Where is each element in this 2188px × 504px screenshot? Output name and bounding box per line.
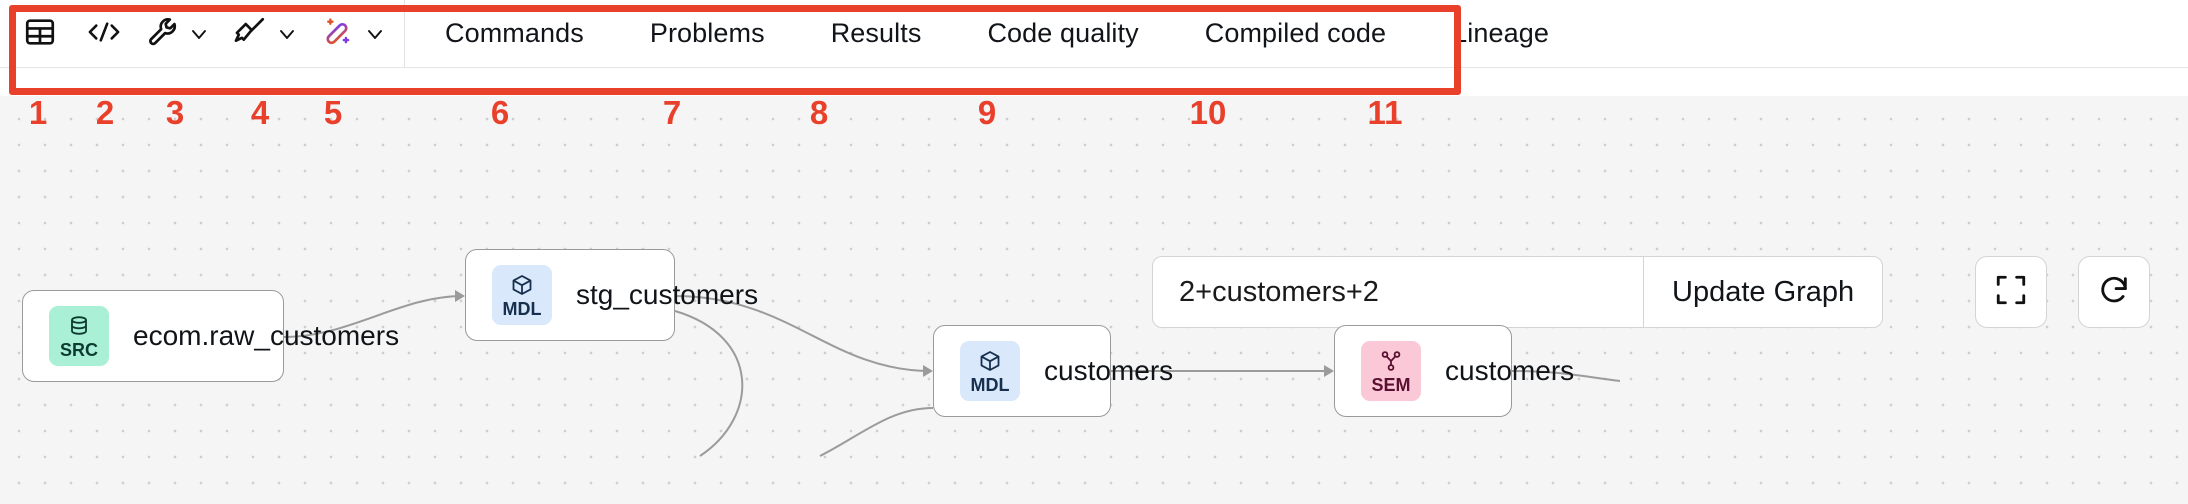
wrench-chevron-down-icon[interactable] <box>184 12 214 56</box>
tab-problems[interactable]: Problems <box>649 18 765 48</box>
node-label: customers <box>1445 355 1575 386</box>
magic-wand-icon <box>321 15 355 52</box>
broom-chevron-down-icon[interactable] <box>272 12 302 56</box>
refresh-button[interactable] <box>2078 256 2150 328</box>
annotation-number: 9 <box>977 94 997 131</box>
fullscreen-icon <box>1994 273 2028 312</box>
mdl-badge: MDL <box>960 341 1020 401</box>
src-badge: SRC <box>49 306 109 366</box>
mdl-badge: MDL <box>492 265 552 325</box>
update-graph-button[interactable]: Update Graph <box>1643 257 1882 327</box>
annotation-number: 3 <box>165 94 185 131</box>
node-label: stg_customers <box>576 279 759 310</box>
sem-badge: SEM <box>1361 341 1421 401</box>
broom-icon <box>233 15 267 52</box>
annotation-number: 1 <box>28 94 48 131</box>
annotation-number: 7 <box>662 94 682 131</box>
table-icon-button[interactable] <box>18 12 62 56</box>
refresh-icon <box>2097 273 2131 312</box>
tab-lineage[interactable]: Lineage <box>1452 18 1549 48</box>
tab-bar: Commands Problems Results Code quality C… <box>405 0 1549 67</box>
annotation-numbers: 1 2 3 4 5 6 7 8 9 10 11 <box>0 96 2188 136</box>
magic-wand-icon-button[interactable] <box>316 12 360 56</box>
badge-type-label: MDL <box>502 298 542 319</box>
model-selector-input[interactable] <box>1153 257 1643 327</box>
lineage-node[interactable]: MDL customers <box>933 325 1173 417</box>
toolbar: Commands Problems Results Code quality C… <box>0 0 2188 68</box>
lineage-node[interactable]: SRC ecom.raw_customers <box>22 290 399 382</box>
toolbar-icon-group <box>0 0 405 67</box>
node-label: customers <box>1044 355 1174 386</box>
tab-results[interactable]: Results <box>830 18 922 48</box>
wrench-icon <box>145 15 179 52</box>
annotation-number: 4 <box>250 94 270 131</box>
annotation-number: 10 <box>1189 94 1227 131</box>
tab-code-quality[interactable]: Code quality <box>987 18 1139 48</box>
node-label: ecom.raw_customers <box>133 320 400 351</box>
badge-type-label: SEM <box>1371 374 1411 395</box>
annotation-number: 8 <box>809 94 829 131</box>
magic-wand-chevron-down-icon[interactable] <box>360 12 390 56</box>
badge-type-label: SRC <box>59 339 98 360</box>
code-icon <box>86 15 122 52</box>
lineage-node[interactable]: SEM customers <box>1334 325 1574 417</box>
annotation-number: 5 <box>323 94 343 131</box>
tab-commands[interactable]: Commands <box>445 18 584 48</box>
wrench-icon-button[interactable] <box>140 12 184 56</box>
lineage-canvas[interactable]: Update Graph <box>0 96 2188 504</box>
fit-view-button[interactable] <box>1975 256 2047 328</box>
table-icon <box>23 15 57 52</box>
annotation-number: 6 <box>490 94 510 131</box>
graph-search-bar: Update Graph <box>1152 256 1884 328</box>
badge-type-label: MDL <box>970 374 1010 395</box>
broom-icon-button[interactable] <box>228 12 272 56</box>
annotation-number: 2 <box>95 94 115 131</box>
tab-compiled-code[interactable]: Compiled code <box>1204 18 1387 48</box>
lineage-node[interactable]: MDL stg_customers <box>465 249 758 341</box>
annotation-number: 11 <box>1367 94 1403 131</box>
code-icon-button[interactable] <box>82 12 126 56</box>
